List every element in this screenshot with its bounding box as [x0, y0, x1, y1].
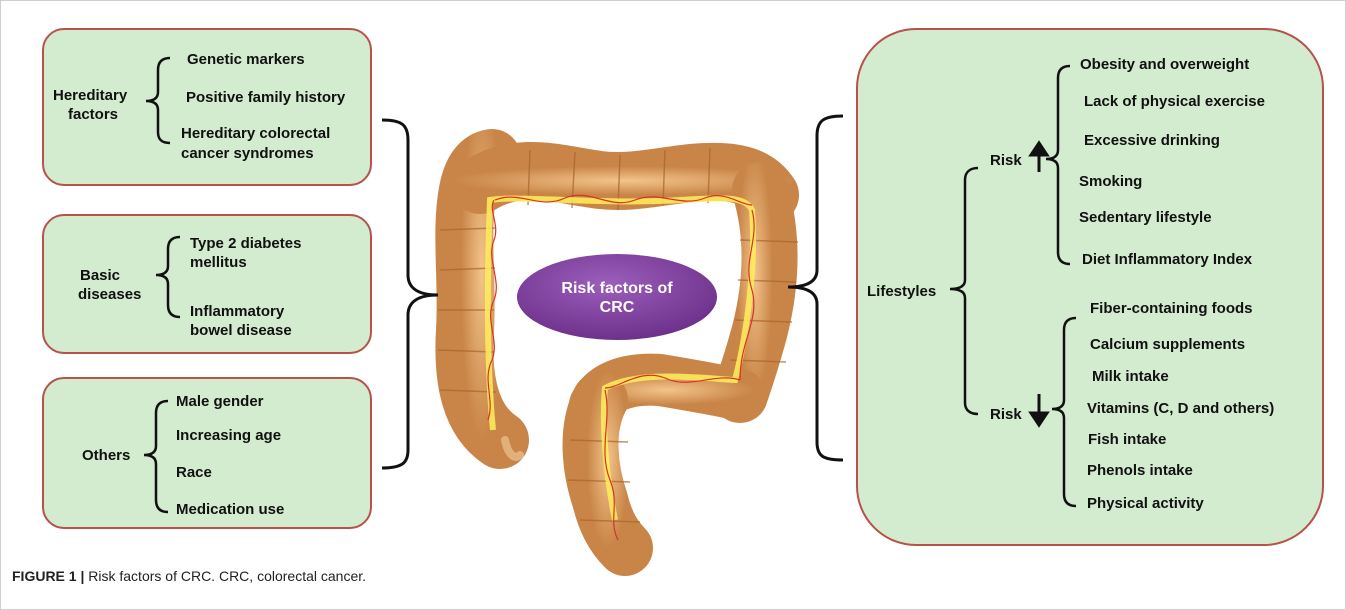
- basic-label-line2: diseases: [78, 286, 141, 303]
- caption-prefix: FIGURE 1 |: [12, 568, 84, 584]
- arrow-down-icon: [1031, 413, 1047, 425]
- basic-item: mellitus: [190, 254, 247, 271]
- others-label: Others: [82, 447, 130, 464]
- risk-up-item: Diet Inflammatory Index: [1082, 251, 1252, 268]
- center-title: Risk factors of CRC: [527, 279, 707, 317]
- hereditary-label-line2: factors: [68, 106, 118, 123]
- right-main-brace: [788, 116, 843, 460]
- left-main-brace: [382, 120, 438, 468]
- figure-caption: FIGURE 1 | Risk factors of CRC. CRC, col…: [12, 568, 366, 584]
- others-item: Increasing age: [176, 427, 281, 444]
- risk-down-item: Vitamins (C, D and others): [1087, 400, 1274, 417]
- hereditary-item: Positive family history: [186, 89, 345, 106]
- center-title-line1: Risk factors of: [527, 279, 707, 298]
- risk-down-item: Physical activity: [1087, 495, 1204, 512]
- risk-down-item: Milk intake: [1092, 368, 1169, 385]
- hereditary-item: Genetic markers: [187, 51, 305, 68]
- risk-up-label: Risk: [990, 152, 1022, 169]
- risk-up-item: Smoking: [1079, 173, 1142, 190]
- risk-up-item: Lack of physical exercise: [1084, 93, 1265, 110]
- basic-item: bowel disease: [190, 322, 292, 339]
- arrow-up-icon: [1031, 143, 1047, 155]
- center-title-line2: CRC: [527, 298, 707, 317]
- basic-label-line1: Basic: [80, 267, 120, 284]
- arrow-icons: [1031, 143, 1047, 425]
- risk-up-item: Sedentary lifestyle: [1079, 209, 1212, 226]
- risk-down-item: Phenols intake: [1087, 462, 1193, 479]
- hereditary-label-line1: Hereditary: [53, 87, 127, 104]
- lifestyles-label: Lifestyles: [867, 283, 936, 300]
- hereditary-item: Hereditary colorectal: [181, 125, 330, 142]
- others-item: Medication use: [176, 501, 284, 518]
- risk-down-item: Fish intake: [1088, 431, 1166, 448]
- basic-item: Type 2 diabetes: [190, 235, 301, 252]
- risk-down-label: Risk: [990, 406, 1022, 423]
- others-item: Race: [176, 464, 212, 481]
- others-item: Male gender: [176, 393, 264, 410]
- basic-item: Inflammatory: [190, 303, 284, 320]
- caption-text: Risk factors of CRC. CRC, colorectal can…: [84, 568, 366, 584]
- colon-illustration: [438, 148, 798, 548]
- hereditary-item: cancer syndromes: [181, 145, 314, 162]
- risk-down-item: Fiber-containing foods: [1090, 300, 1253, 317]
- risk-down-item: Calcium supplements: [1090, 336, 1245, 353]
- risk-up-item: Obesity and overweight: [1080, 56, 1249, 73]
- risk-up-item: Excessive drinking: [1084, 132, 1220, 149]
